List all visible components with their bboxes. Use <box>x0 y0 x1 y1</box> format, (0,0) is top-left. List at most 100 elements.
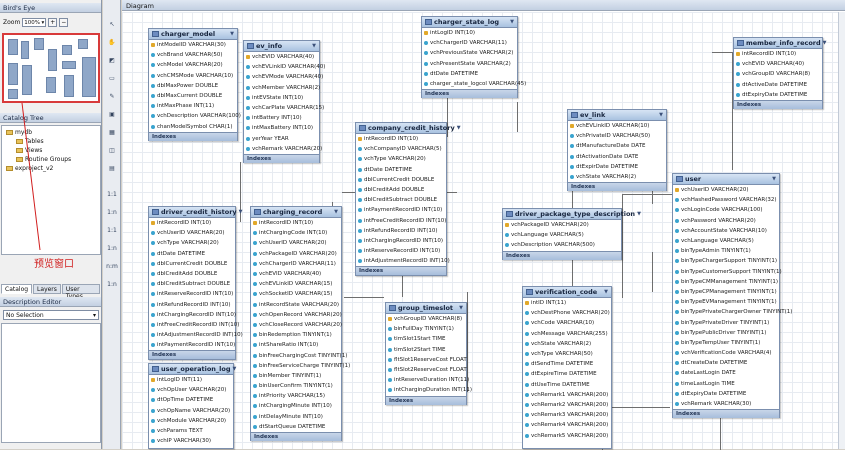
entity-column[interactable]: dblCreditSubtract DOUBLE <box>356 195 446 205</box>
entity-column[interactable]: dtSendTime DATETIME <box>523 359 611 369</box>
entity-column[interactable]: intRefundRecordID INT(10) <box>356 226 446 236</box>
entity-column[interactable]: intDelayMinute INT(10) <box>251 412 341 422</box>
hand-icon[interactable]: ✋ <box>108 39 116 46</box>
entity-column[interactable]: dtManufactureDate DATE <box>568 141 666 151</box>
entity-header[interactable]: charger_state_log▼ <box>422 17 517 28</box>
entity-column[interactable]: intLogID INT(10) <box>422 28 517 38</box>
entity-column[interactable]: intLogID INT(11) <box>149 375 233 385</box>
entity-column[interactable]: intEVState INT(10) <box>244 93 319 103</box>
entity-column[interactable]: intFreeCreditRecordID INT(10) <box>356 216 446 226</box>
entity-column[interactable]: dtExpirDate DATETIME <box>568 162 666 172</box>
entity-column[interactable]: vchType VARCHAR(20) <box>356 154 446 164</box>
entity-indexes[interactable]: Indexes <box>568 182 666 192</box>
entity-column[interactable]: vchSocketID VARCHAR(15) <box>251 289 341 299</box>
entity-header[interactable]: user_operation_log▼ <box>149 364 236 375</box>
tree-item[interactable]: mydb <box>2 128 100 137</box>
entity-header[interactable]: charging_record▼ <box>251 207 341 218</box>
entity-column[interactable]: intModelID VARCHAR(30) <box>149 40 237 50</box>
image-icon[interactable]: ▣ <box>109 111 115 118</box>
entity-column[interactable]: dtOpTime DATETIME <box>149 395 233 405</box>
entity-indexes[interactable]: Indexes <box>356 266 446 276</box>
entity-header[interactable]: driver_credit_history▼ <box>149 207 243 218</box>
entity-column[interactable]: vchPrivateID VARCHAR(50) <box>568 131 666 141</box>
entity-column[interactable]: vchModel VARCHAR(20) <box>149 60 237 70</box>
entity-column[interactable]: intID INT(11) <box>523 298 611 308</box>
entity-column[interactable]: dtExpireTime DATETIME <box>523 369 611 379</box>
tree-item[interactable]: Routine Groups <box>2 155 100 164</box>
entity-column[interactable]: vchRemark3 VARCHAR(200) <box>523 410 611 420</box>
entity-column[interactable]: intChargingCode INT(10) <box>251 228 341 238</box>
entity-column[interactable]: vchPackageID VARCHAR(20) <box>251 249 341 259</box>
eraser-icon[interactable]: ◩ <box>109 57 115 64</box>
entity-column[interactable]: intRecordID INT(10) <box>734 49 822 59</box>
entity-column[interactable]: dtCreateDate DATETIME <box>673 358 779 368</box>
entity-column[interactable]: binTypeCPManagement TINYINT(1) <box>673 287 779 297</box>
entity-column[interactable]: vchCarPlate VARCHAR(15) <box>244 103 324 113</box>
view-icon[interactable]: ◫ <box>109 147 115 154</box>
entity-column[interactable]: vchType VARCHAR(50) <box>523 349 611 359</box>
tab-layers[interactable]: Layers <box>33 284 61 294</box>
entity-column[interactable]: vchRemark VARCHAR(20) <box>244 144 322 154</box>
collapse-arrow-icon[interactable]: ▼ <box>637 211 641 217</box>
entity-column[interactable]: vchDescription VARCHAR(500) <box>503 240 621 250</box>
entity-column[interactable]: vchLoginCode VARCHAR(100) <box>673 205 779 215</box>
entity-column[interactable]: binMember TINYINT(1) <box>251 371 341 381</box>
collapse-arrow-icon[interactable]: ▼ <box>334 209 338 215</box>
entity-column[interactable]: vchOpUser VARCHAR(20) <box>149 385 233 395</box>
entity-ev_info[interactable]: ev_info▼vchEVID VARCHAR(40)vchEVLinkID V… <box>243 40 325 163</box>
entity-indexes[interactable]: Indexes <box>251 431 341 441</box>
entity-column[interactable]: binTypeTempUser TINYINT(1) <box>673 338 779 348</box>
entity-column[interactable]: vchEVLinkID VARCHAR(10) <box>568 121 666 131</box>
entity-column[interactable]: vchEVLinkID VARCHAR(40) <box>244 62 325 72</box>
entity-column[interactable]: fltSlot2ReserveCost FLOAT <box>386 365 467 375</box>
entity-column[interactable]: intRecordState VARCHAR(20) <box>251 300 341 310</box>
collapse-arrow-icon[interactable]: ▼ <box>312 43 316 49</box>
entity-header[interactable]: group_timeslot▼ <box>386 303 466 314</box>
collapse-arrow-icon[interactable]: ▼ <box>772 176 776 182</box>
entity-column[interactable]: dtDate DATETIME <box>356 165 446 175</box>
entity-column[interactable]: intShareRatio INT(10) <box>251 340 341 350</box>
entity-column[interactable]: vchUserID VARCHAR(20) <box>673 185 779 195</box>
collapse-arrow-icon[interactable]: ▼ <box>822 40 827 46</box>
entity-column[interactable]: vchState VARCHAR(2) <box>568 172 666 182</box>
entity-driver_credit_history[interactable]: driver_credit_history▼intRecordID INT(10… <box>148 206 243 360</box>
entity-charger_model[interactable]: charger_model▼intModelID VARCHAR(30)vchB… <box>148 28 241 141</box>
entity-column[interactable]: binUserConfirm TINYINT(1) <box>251 381 341 391</box>
entity-ev_link[interactable]: ev_link▼vchEVLinkID VARCHAR(10)vchPrivat… <box>567 109 667 192</box>
entity-column[interactable]: dblCreditSubtract DOUBLE <box>149 279 235 289</box>
entity-indexes[interactable]: Indexes <box>734 99 822 109</box>
entity-column[interactable]: dblMaxPower DOUBLE <box>149 81 237 91</box>
entity-column[interactable]: vchOpName VARCHAR(20) <box>149 406 233 416</box>
entity-column[interactable]: vchUserID VARCHAR(20) <box>251 238 341 248</box>
entity-column[interactable]: vchPreviousState VARCHAR(2) <box>422 48 517 58</box>
entity-column[interactable]: binTypePrivateChargerOwner TINYINT(1) <box>673 307 792 317</box>
rel-n-m-icon[interactable]: n:m <box>106 263 118 270</box>
entity-indexes[interactable]: Indexes <box>386 395 466 405</box>
entity-user[interactable]: user▼vchUserID VARCHAR(20)vchHashedPassw… <box>672 173 792 419</box>
entity-column[interactable]: vchCMSMode VARCHAR(10) <box>149 71 237 81</box>
entity-column[interactable]: vchState VARCHAR(2) <box>523 339 611 349</box>
entity-column[interactable]: fltSlot1ReserveCost FLOAT <box>386 355 467 365</box>
entity-column[interactable]: vchGroupID VARCHAR(8) <box>734 69 822 79</box>
entity-header[interactable]: driver_package_type_description▼ <box>503 209 641 220</box>
entity-column[interactable]: dtStartQueue DATETIME <box>251 422 341 432</box>
entity-column[interactable]: binFreeChargingCost TINYINT(1) <box>251 350 347 360</box>
entity-column[interactable]: intChargingDuration INT(11) <box>386 385 472 395</box>
entity-column[interactable]: intRefundRecordID INT(10) <box>149 300 235 310</box>
entity-header[interactable]: member_info_record▼ <box>734 38 827 49</box>
vertical-scrollbar[interactable] <box>838 12 845 449</box>
entity-column[interactable]: vchBrand VARCHAR(50) <box>149 50 237 60</box>
entity-column[interactable]: vchEVMode VARCHAR(40) <box>244 72 323 82</box>
table-icon[interactable]: ▦ <box>109 129 115 136</box>
entity-company_credit_history[interactable]: company_credit_history▼intRecordID INT(1… <box>355 122 461 276</box>
entity-column[interactable]: vchPresentState VARCHAR(2) <box>422 59 517 69</box>
entity-column[interactable]: dtExpiryDate DATETIME <box>734 90 822 100</box>
pointer-icon[interactable]: ↖ <box>109 21 115 28</box>
entity-column[interactable]: vchEVLinkID VARCHAR(15) <box>251 279 341 289</box>
layer-icon[interactable]: ▭ <box>109 75 115 82</box>
entity-column[interactable]: vchOpenRecord VARCHAR(20) <box>251 310 342 320</box>
rel-1-1-id-icon[interactable]: 1:1 <box>107 227 117 234</box>
rel-1-n-id-icon[interactable]: 1:n <box>107 245 117 252</box>
entity-column[interactable]: intRecordID INT(10) <box>149 218 235 228</box>
entity-user_operation_log[interactable]: user_operation_log▼intLogID INT(11)vchOp… <box>148 363 236 449</box>
